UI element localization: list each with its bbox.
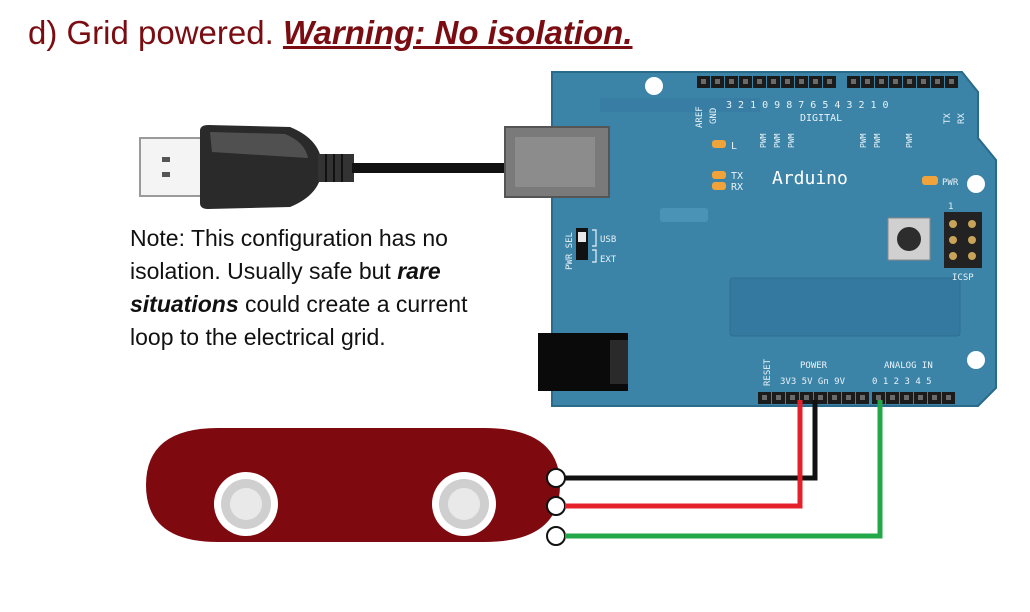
led-pwr	[922, 176, 938, 185]
pwm-label-2: PWM	[773, 133, 782, 148]
header-pin-hole	[762, 395, 767, 400]
header-pin-hole	[813, 79, 818, 84]
arduino-board: 1 3 2 1 0 9 8 7 6 5 4 3 2 1 0 DIGITAL AR…	[504, 71, 997, 407]
header-pin-hole	[785, 79, 790, 84]
led-tx	[712, 171, 726, 179]
header-pin-hole	[776, 395, 781, 400]
header-pin-hole	[832, 395, 837, 400]
header-pin-hole	[876, 395, 881, 400]
header-pin-hole	[904, 395, 909, 400]
note-part-2: could create a current loop to the elect…	[130, 291, 468, 350]
digital-label: DIGITAL	[800, 113, 842, 124]
note-emphasis: rare situations	[130, 258, 441, 317]
header-pin-hole	[907, 79, 912, 84]
brand-label: Arduino	[772, 168, 848, 189]
digital-pin-header	[697, 76, 958, 88]
icsp-label: ICSP	[952, 273, 974, 283]
analog-label: ANALOG IN	[884, 361, 933, 371]
pwr-sel-jumper[interactable]	[576, 228, 597, 263]
pwm-label-4: PWM	[859, 133, 868, 148]
header-pin-hole	[890, 395, 895, 400]
led-rx	[712, 182, 726, 190]
icsp-header	[944, 212, 982, 268]
header-pin-hole	[757, 79, 762, 84]
pwm-label-6: PWM	[905, 133, 914, 148]
usb-label: USB	[600, 235, 616, 245]
ext-label: EXT	[600, 255, 617, 265]
header-pin-hole	[804, 395, 809, 400]
pwm-label-1: PWM	[759, 133, 768, 148]
header-pin-hole	[729, 79, 734, 84]
power-pin-labels: 3V3 5V Gn 9V	[780, 377, 846, 387]
warning-text: Warning: No isolation.	[282, 14, 633, 51]
header-pin-hole	[918, 395, 923, 400]
wire-black-gnd	[565, 400, 818, 481]
header-pin-hole	[818, 395, 823, 400]
aref-label: AREF	[695, 106, 705, 128]
icsp-pin1-label: 1	[948, 202, 953, 212]
header-pin-hole	[827, 79, 832, 84]
wire-red-5v	[565, 400, 803, 509]
header-pin-hole	[949, 79, 954, 84]
reset-button[interactable]	[887, 217, 931, 261]
header-pin-hole	[893, 79, 898, 84]
power-label: POWER	[800, 361, 828, 371]
header-pin-hole	[771, 79, 776, 84]
led-l	[712, 140, 726, 148]
led-tx-label: TX	[731, 171, 743, 182]
rx-pin-label: RX	[957, 113, 967, 124]
title-prefix: d) Grid powered.	[28, 14, 283, 51]
usb-cable	[139, 125, 510, 209]
pwr-sel-label: PWR SEL	[565, 232, 575, 270]
page-title: d) Grid powered. Warning: No isolation.	[28, 14, 633, 52]
analog-pin-labels: 0 1 2 3 4 5	[872, 377, 932, 387]
sensor-board	[146, 428, 566, 546]
header-pin-hole	[921, 79, 926, 84]
gnd-label: GND	[709, 108, 719, 124]
reset-label: RESET	[763, 358, 773, 386]
led-rx-label: RX	[731, 182, 743, 193]
header-pin-hole	[846, 395, 851, 400]
tx-pin-label: TX	[943, 113, 953, 124]
header-pin-hole	[743, 79, 748, 84]
note-text: Note: This configuration has no isolatio…	[130, 222, 510, 354]
header-pin-hole	[701, 79, 706, 84]
header-pin-hole	[799, 79, 804, 84]
header-pin-hole	[851, 79, 856, 84]
note-part-1: Note: This configuration has no isolatio…	[130, 225, 448, 284]
digital-pin-numbers: 3 2 1 0 9 8 7 6 5 4 3 2 1 0	[726, 100, 889, 111]
header-pin-hole	[946, 395, 951, 400]
header-pin-hole	[865, 79, 870, 84]
pwr-led-label: PWR	[942, 178, 959, 188]
pwm-label-3: PWM	[787, 133, 796, 148]
header-pin-hole	[790, 395, 795, 400]
header-pin-hole	[935, 79, 940, 84]
pwm-label-5: PWM	[873, 133, 882, 148]
wire-green-analog	[565, 400, 883, 539]
header-pin-hole	[879, 79, 884, 84]
header-pin-hole	[715, 79, 720, 84]
analog-pin-header	[872, 392, 955, 404]
header-pin-hole	[860, 395, 865, 400]
led-l-label: L	[731, 141, 737, 152]
header-pin-hole	[932, 395, 937, 400]
